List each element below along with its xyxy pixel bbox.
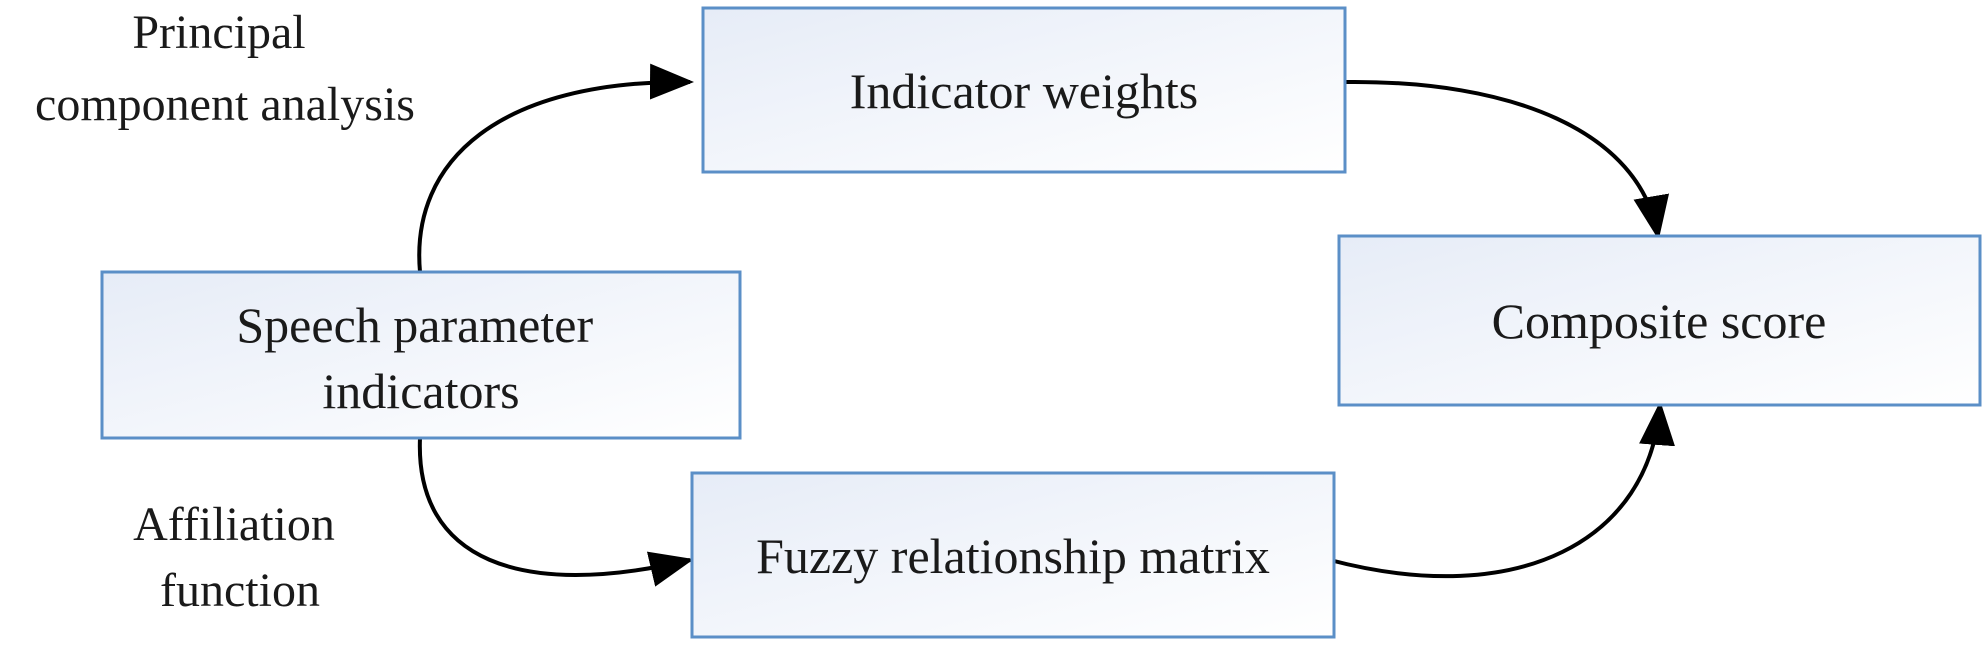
node-composite-line-1: Composite score bbox=[1492, 293, 1827, 349]
box-speech bbox=[100, 270, 742, 440]
node-weights-label: Indicator weights bbox=[850, 63, 1199, 119]
node-speech-line-1: Speech parameter bbox=[236, 297, 593, 353]
edge-speech-to-fuzzy bbox=[417, 437, 694, 587]
node-fuzzy-line-1: Fuzzy relationship matrix bbox=[756, 528, 1270, 584]
box-composite bbox=[1337, 234, 1982, 407]
edge-label-affiliation-line-1: Affiliation bbox=[133, 498, 335, 551]
edge-label-pca: Principal component analysis bbox=[35, 6, 415, 131]
edge-speech-to-weights bbox=[417, 63, 694, 273]
edge-label-pca-line-2: component analysis bbox=[35, 78, 415, 131]
edge-label-affiliation-line-2: function bbox=[160, 564, 320, 617]
node-speech-label: Speech parameter indicators bbox=[236, 297, 605, 419]
node-weights-line-1: Indicator weights bbox=[850, 63, 1199, 119]
node-composite-label: Composite score bbox=[1492, 293, 1827, 349]
edge-label-affiliation: Affiliation function bbox=[133, 498, 347, 617]
edge-fuzzy-to-composite bbox=[1329, 401, 1675, 579]
box-weights bbox=[701, 6, 1347, 174]
node-composite-score: Composite score bbox=[1337, 234, 1982, 407]
node-speech-line-2: indicators bbox=[322, 363, 519, 419]
node-fuzzy-relationship-matrix: Fuzzy relationship matrix bbox=[690, 471, 1336, 639]
box-fuzzy bbox=[690, 471, 1336, 639]
node-speech-parameter-indicators: Speech parameter indicators bbox=[100, 270, 742, 440]
node-fuzzy-label: Fuzzy relationship matrix bbox=[756, 528, 1270, 584]
edge-weights-to-composite bbox=[1344, 79, 1670, 240]
node-indicator-weights: Indicator weights bbox=[701, 6, 1347, 174]
edge-label-pca-line-1: Principal bbox=[132, 6, 305, 59]
